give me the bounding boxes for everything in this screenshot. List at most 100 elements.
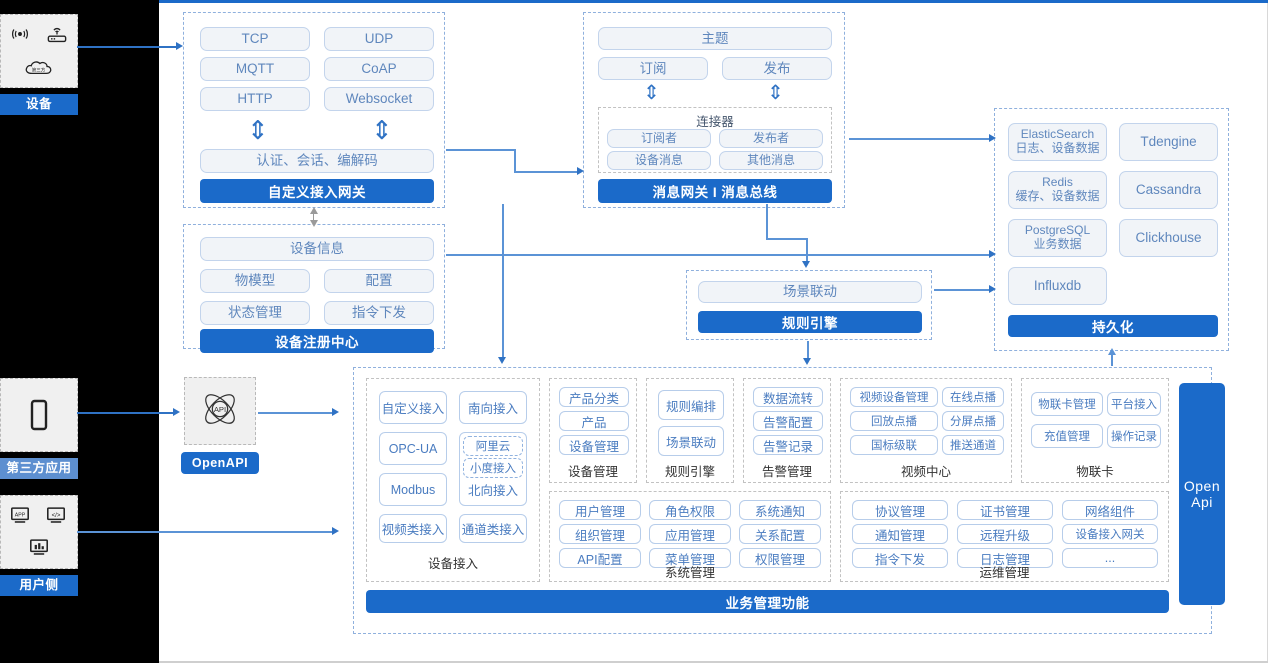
group-message-bus: 主题 订阅 发布 ⇕ ⇕ 连接器 订阅者 发布者 设备消息 其他消息 消息网关 …: [583, 12, 845, 208]
chip-modbus[interactable]: Modbus: [379, 473, 447, 506]
actor-user-side-icons: APP </>: [0, 495, 78, 569]
store-redis[interactable]: Redis 缓存、设备数据: [1008, 171, 1107, 209]
chip-user-management[interactable]: 用户管理: [559, 500, 641, 520]
protocol-mqtt[interactable]: MQTT: [200, 57, 310, 81]
chip-api-config[interactable]: API配置: [559, 548, 641, 568]
banner-message-bus[interactable]: 消息网关 I 消息总线: [598, 179, 832, 203]
chip-network-component[interactable]: 网络组件: [1062, 500, 1158, 520]
chip-platform-access[interactable]: 平台接入: [1107, 392, 1161, 416]
scene-linkage-box[interactable]: 场景联动: [698, 281, 922, 303]
chip-split-screen-play[interactable]: 分屏点播: [942, 411, 1004, 431]
double-arrow-right-icon: ⇕: [371, 115, 393, 145]
actor-user-side-label: 用户侧: [0, 575, 78, 596]
banner-openapi[interactable]: OpenAPI: [181, 452, 259, 474]
chip-video-access[interactable]: 视频类接入: [379, 514, 447, 543]
conn-device-to-gateway: [77, 46, 176, 48]
chip-playback[interactable]: 回放点播: [850, 411, 938, 431]
protocol-udp[interactable]: UDP: [324, 27, 434, 51]
command-dispatch-box[interactable]: 指令下发: [324, 301, 434, 325]
chip-relation-config[interactable]: 关系配置: [739, 524, 821, 544]
chip-opc-ua[interactable]: OPC-UA: [379, 432, 447, 465]
wifi-signal-icon: [8, 25, 34, 45]
chip-operation-record[interactable]: 操作记录: [1107, 424, 1161, 448]
banner-business-functions[interactable]: 业务管理功能: [366, 590, 1169, 613]
open-api-line1: Open: [1183, 478, 1221, 494]
banner-persistence[interactable]: 持久化: [1008, 315, 1218, 337]
chip-device-access-gateway[interactable]: 设备接入网关: [1062, 524, 1158, 544]
chip-alarm-config[interactable]: 告警配置: [753, 411, 823, 431]
device-info-box[interactable]: 设备信息: [200, 237, 434, 261]
chip-video-device-management[interactable]: 视频设备管理: [850, 387, 938, 407]
chip-app-management[interactable]: 应用管理: [649, 524, 731, 544]
conn-openapi-to-business: [258, 412, 333, 414]
banner-rule-engine[interactable]: 规则引擎: [698, 311, 922, 333]
caption-ops-management: 运维管理: [979, 566, 1030, 580]
chip-command-dispatch[interactable]: 指令下发: [852, 548, 948, 568]
chip-permission-management[interactable]: 权限管理: [739, 548, 821, 568]
banner-open-api-vertical[interactable]: Open Api: [1179, 383, 1225, 605]
store-cassandra[interactable]: Cassandra: [1119, 171, 1218, 209]
chip-push-channel[interactable]: 推送通道: [942, 435, 1004, 455]
chip-protocol-management[interactable]: 协议管理: [852, 500, 948, 520]
thing-model-box[interactable]: 物模型: [200, 269, 310, 293]
openapi-icon-box: API: [184, 377, 256, 445]
store-influxdb[interactable]: Influxdb: [1008, 267, 1107, 305]
chip-channel-access[interactable]: 通道类接入: [459, 514, 527, 543]
group-video-center: 视频设备管理 在线点播 回放点播 分屏点播 国标级联 推送通道 视频中心: [840, 378, 1012, 483]
chip-device-management[interactable]: 设备管理: [559, 435, 629, 455]
chip-aliyun[interactable]: 阿里云: [463, 436, 523, 456]
conn-rule-to-persistence: [934, 289, 991, 291]
actor-user-side: APP </> 用户侧: [0, 495, 78, 596]
conn-rule-persistence-arrow: [989, 285, 996, 293]
protocol-websocket[interactable]: Websocket: [324, 87, 434, 111]
chip-online-play[interactable]: 在线点播: [942, 387, 1004, 407]
chip-northbound-access[interactable]: 阿里云 小度接入 北向接入: [459, 432, 527, 506]
store-clickhouse[interactable]: Clickhouse: [1119, 219, 1218, 257]
chip-custom-access[interactable]: 自定义接入: [379, 391, 447, 424]
chip-role-permission[interactable]: 角色权限: [649, 500, 731, 520]
chip-alarm-record[interactable]: 告警记录: [753, 435, 823, 455]
chip-recharge-management[interactable]: 充值管理: [1031, 424, 1103, 448]
chip-scene-linkage[interactable]: 场景联动: [658, 426, 724, 456]
double-arrow-left-icon: ⇕: [247, 115, 269, 145]
protocol-tcp[interactable]: TCP: [200, 27, 310, 51]
chip-system-notification[interactable]: 系统通知: [739, 500, 821, 520]
conn-bus-persistence-arrow: [989, 134, 996, 142]
store-postgresql[interactable]: PostgreSQL 业务数据: [1008, 219, 1107, 257]
chip-remote-upgrade[interactable]: 远程升级: [957, 524, 1053, 544]
group-rule-engine-biz: 规则编排 场景联动 规则引擎: [646, 378, 734, 483]
chip-iot-card-management[interactable]: 物联卡管理: [1031, 392, 1103, 416]
chip-product[interactable]: 产品: [559, 411, 629, 431]
conn-gw-bus-arrow: [577, 167, 584, 175]
connector-subscriber[interactable]: 订阅者: [607, 129, 711, 148]
store-elasticsearch[interactable]: ElasticSearch 日志、设备数据: [1008, 123, 1107, 161]
topic-box[interactable]: 主题: [598, 27, 832, 50]
connector-publisher[interactable]: 发布者: [719, 129, 823, 148]
subscribe-box[interactable]: 订阅: [598, 57, 708, 80]
chip-rule-orchestration[interactable]: 规则编排: [658, 390, 724, 420]
banner-device-registry[interactable]: 设备注册中心: [200, 329, 434, 353]
chip-log-management[interactable]: 日志管理: [957, 548, 1053, 568]
conn-bus-down-b: [766, 238, 807, 240]
chip-org-management[interactable]: 组织管理: [559, 524, 641, 544]
connector-device-message[interactable]: 设备消息: [607, 151, 711, 170]
protocol-coap[interactable]: CoAP: [324, 57, 434, 81]
store-tdengine[interactable]: Tdengine: [1119, 123, 1218, 161]
chip-notification-management[interactable]: 通知管理: [852, 524, 948, 544]
connector-other-message[interactable]: 其他消息: [719, 151, 823, 170]
config-box[interactable]: 配置: [324, 269, 434, 293]
chip-gb-cascade[interactable]: 国标级联: [850, 435, 938, 455]
banner-access-gateway[interactable]: 自定义接入网关: [200, 179, 434, 203]
auth-session-codec[interactable]: 认证、会话、编解码: [200, 149, 434, 173]
chip-more[interactable]: ...: [1062, 548, 1158, 568]
protocol-http[interactable]: HTTP: [200, 87, 310, 111]
chip-certificate-management[interactable]: 证书管理: [957, 500, 1053, 520]
publish-box[interactable]: 发布: [722, 57, 832, 80]
chip-data-forwarding[interactable]: 数据流转: [753, 387, 823, 407]
chip-product-category[interactable]: 产品分类: [559, 387, 629, 407]
actor-device: 第三方 设备: [0, 14, 78, 115]
chip-menu-management[interactable]: 菜单管理: [649, 548, 731, 568]
chip-xiaodu-access[interactable]: 小度接入: [463, 458, 523, 478]
state-mgmt-box[interactable]: 状态管理: [200, 301, 310, 325]
chip-southbound-access[interactable]: 南向接入: [459, 391, 527, 424]
